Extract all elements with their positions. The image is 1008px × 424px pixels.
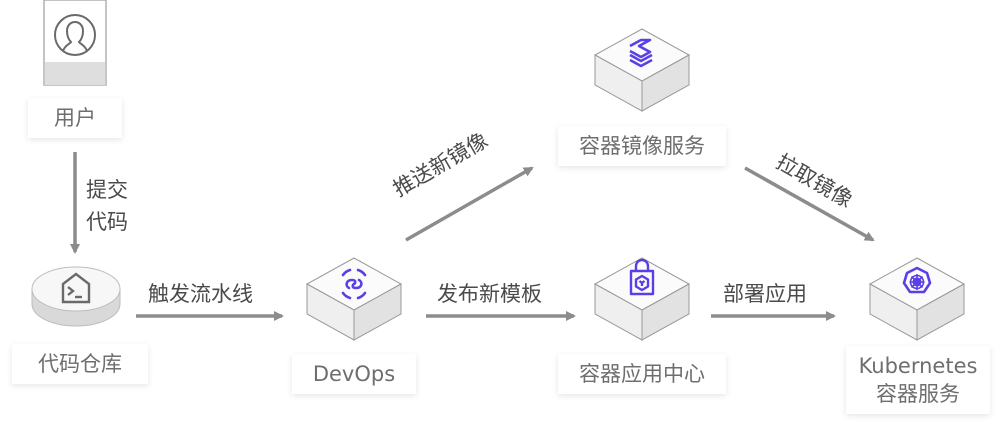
edge-label-submit-code-line2: 代码	[86, 210, 128, 234]
devops-node-cube	[305, 257, 403, 341]
image-service-node-label: 容器镜像服务	[558, 126, 726, 166]
code-repo-node-disk	[31, 266, 121, 327]
arrow-pull-image	[744, 166, 875, 242]
arrow-push-image	[405, 166, 534, 242]
devops-node-label: DevOps	[292, 354, 416, 394]
kubernetes-node-label: Kubernetes 容器服务	[846, 346, 990, 414]
edge-label-submit-code-line1: 提交	[86, 178, 128, 202]
user-node-card	[43, 0, 107, 86]
kubernetes-node-cube	[868, 257, 966, 341]
shopping-bag-icon	[629, 258, 655, 296]
terminal-house-icon	[61, 272, 91, 304]
devops-cycle-icon	[341, 268, 367, 300]
kubernetes-helm-icon	[902, 266, 932, 294]
app-center-node-label: 容器应用中心	[558, 354, 726, 394]
edge-label-publish-template: 发布新模板	[437, 282, 542, 306]
stacked-layers-icon	[629, 38, 653, 68]
image-service-node-cube	[593, 28, 691, 112]
app-center-node-cube	[593, 257, 691, 341]
kubernetes-label-line1: Kubernetes	[858, 354, 978, 378]
user-node-label: 用户	[28, 98, 122, 138]
edge-label-trigger-pipeline: 触发流水线	[148, 282, 253, 306]
kubernetes-label-line2: 容器服务	[876, 382, 960, 406]
code-repo-node-label: 代码仓库	[12, 344, 148, 384]
user-avatar-icon	[54, 14, 96, 56]
edge-label-deploy-app: 部署应用	[723, 282, 807, 306]
edge-label-submit-code: 提交 代码	[86, 176, 128, 236]
